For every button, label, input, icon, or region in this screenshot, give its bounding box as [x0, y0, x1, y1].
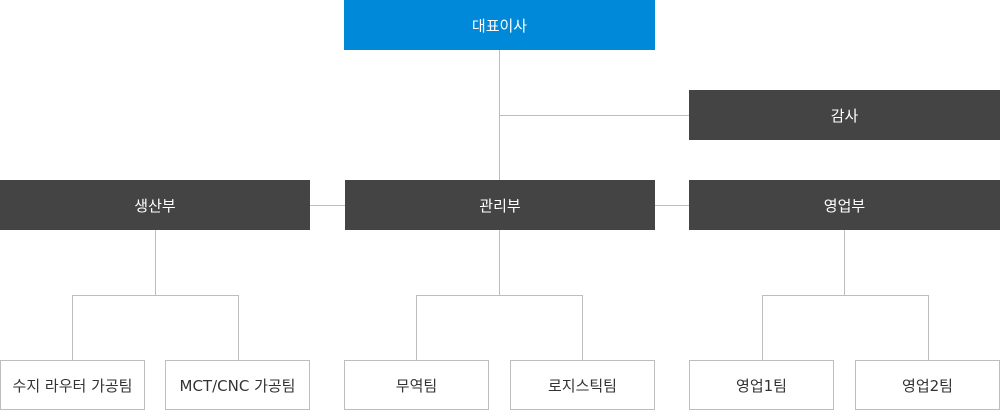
- management-dept-box: 관리부: [345, 180, 655, 230]
- connector-trade-team: [416, 295, 417, 360]
- connector-to-auditor: [499, 115, 689, 116]
- connector-production-down: [155, 230, 156, 295]
- auditor-label: 감사: [830, 106, 859, 125]
- sales1-team-box: 영업1팀: [689, 360, 834, 410]
- connector-sales-down: [844, 230, 845, 295]
- connector-production-teams: [72, 295, 238, 296]
- auditor-box: 감사: [689, 90, 1000, 140]
- connector-resin-router-team: [72, 295, 73, 360]
- ceo-label: 대표이사: [471, 16, 528, 35]
- connector-sales2-team: [928, 295, 929, 360]
- connector-mct-cnc-team: [238, 295, 239, 360]
- connector-management-sales: [655, 205, 689, 206]
- production-dept-box: 생산부: [0, 180, 310, 230]
- sales-dept-box: 영업부: [689, 180, 1000, 230]
- trade-team-label: 무역팀: [395, 376, 438, 395]
- resin-router-team-box: 수지 라우터 가공팀: [0, 360, 145, 410]
- management-dept-label: 관리부: [479, 196, 521, 215]
- mct-cnc-team-box: MCT/CNC 가공팀: [165, 360, 310, 410]
- connector-management-teams: [416, 295, 582, 296]
- connector-sales1-team: [762, 295, 763, 360]
- sales2-team-box: 영업2팀: [855, 360, 1000, 410]
- production-dept-label: 생산부: [134, 196, 176, 215]
- trade-team-box: 무역팀: [344, 360, 489, 410]
- connector-logistics-team: [582, 295, 583, 360]
- sales-dept-label: 영업부: [823, 196, 866, 215]
- resin-router-team-label: 수지 라우터 가공팀: [12, 376, 133, 395]
- logistics-team-box: 로지스틱팀: [510, 360, 655, 410]
- sales2-team-label: 영업2팀: [902, 376, 953, 395]
- connector-sales-teams: [762, 295, 928, 296]
- mct-cnc-team-label: MCT/CNC 가공팀: [179, 376, 296, 395]
- connector-management-down: [499, 230, 500, 295]
- logistics-team-label: 로지스틱팀: [547, 376, 617, 395]
- connector-production-management: [310, 205, 345, 206]
- ceo-box: 대표이사: [344, 0, 655, 50]
- sales1-team-label: 영업1팀: [736, 376, 787, 395]
